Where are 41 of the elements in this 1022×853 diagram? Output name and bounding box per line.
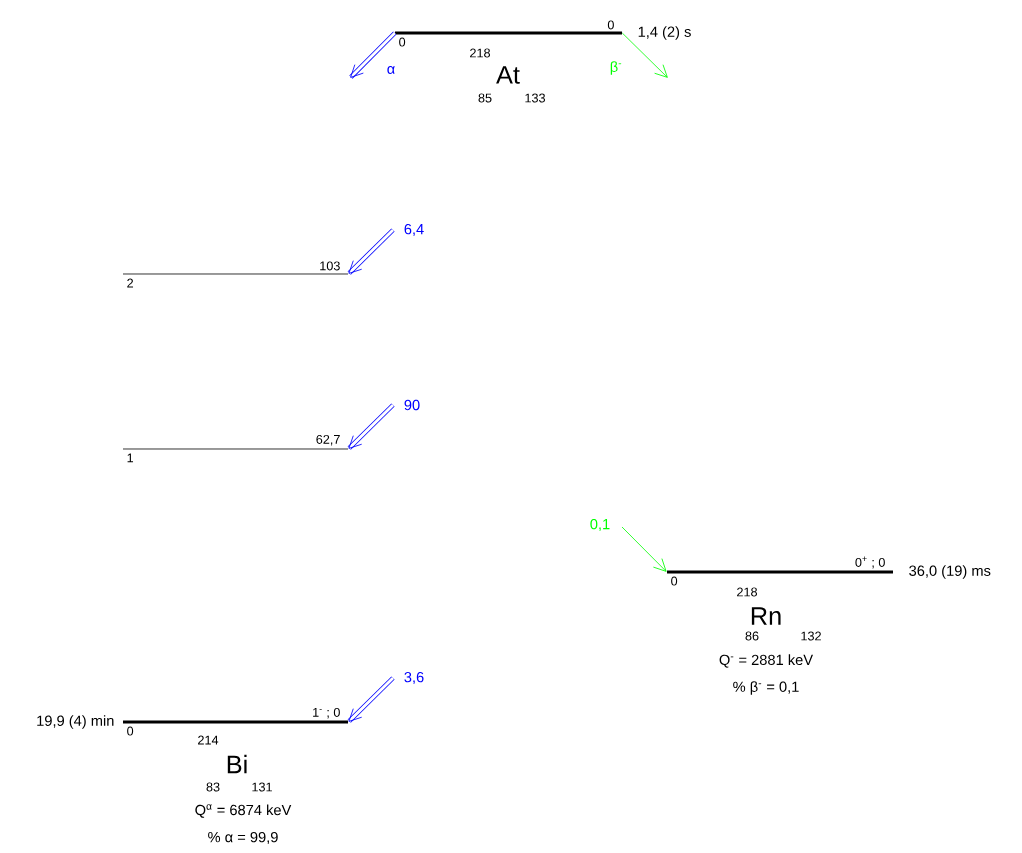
element-symbol: At (496, 66, 520, 84)
edge-label: α (387, 66, 395, 74)
level-number: 1 (127, 453, 134, 463)
nuclide-number: 131 (252, 782, 272, 792)
element-symbol: Bi (227, 754, 247, 774)
nuclide-number: 218 (470, 48, 491, 58)
element-symbol: Rn (751, 607, 781, 625)
half-life: 1,4 (2) s (638, 26, 691, 40)
level-number: 0 (399, 37, 406, 47)
level-number: 0 (671, 576, 678, 586)
decay-arrow (347, 228, 395, 275)
nuclide-number: 83 (206, 782, 220, 792)
edge-label: 90 (404, 399, 420, 411)
level-energy: 103 (320, 261, 340, 271)
edge-label: 0,1 (590, 518, 610, 532)
decay-arrow (347, 676, 395, 723)
level-energy: 1$^{-}$ ; 0 (313, 707, 340, 719)
level-number: 2 (127, 278, 134, 288)
level-energy: 0$^{+}$ ; 0 (855, 556, 885, 569)
nuclide-number: 86 (745, 631, 759, 641)
nuclide-number: 214 (198, 735, 219, 745)
decay-data: % β$^{-}$ = 0,1 (733, 681, 799, 695)
nuclide-number: 218 (737, 587, 757, 597)
level-energy: 0 (607, 20, 614, 30)
decay-data: % α = 99,9 (208, 831, 278, 845)
decay-arrow (349, 31, 397, 79)
decay-arrow (347, 403, 395, 450)
edge-label: 6,4 (404, 223, 424, 237)
decay-arrow (621, 526, 667, 572)
decay-data: Q$^{α}$ = 6874 keV (195, 804, 292, 818)
level-number: 0 (127, 726, 134, 736)
nuclide-number: 85 (478, 93, 492, 103)
decay-arrow (621, 32, 668, 78)
edge-label: 3,6 (404, 671, 424, 685)
level-energy: 62,7 (316, 434, 340, 446)
decay-data: Q$^{-}$ = 2881 keV (719, 654, 813, 668)
half-life: 36,0 (19) ms (909, 565, 991, 579)
nuclide-number: 133 (525, 93, 545, 103)
edge-label: β$^{-}$ (610, 61, 622, 75)
half-life: 19,9 (4) min (37, 715, 114, 729)
nuclide-number: 132 (801, 631, 821, 641)
